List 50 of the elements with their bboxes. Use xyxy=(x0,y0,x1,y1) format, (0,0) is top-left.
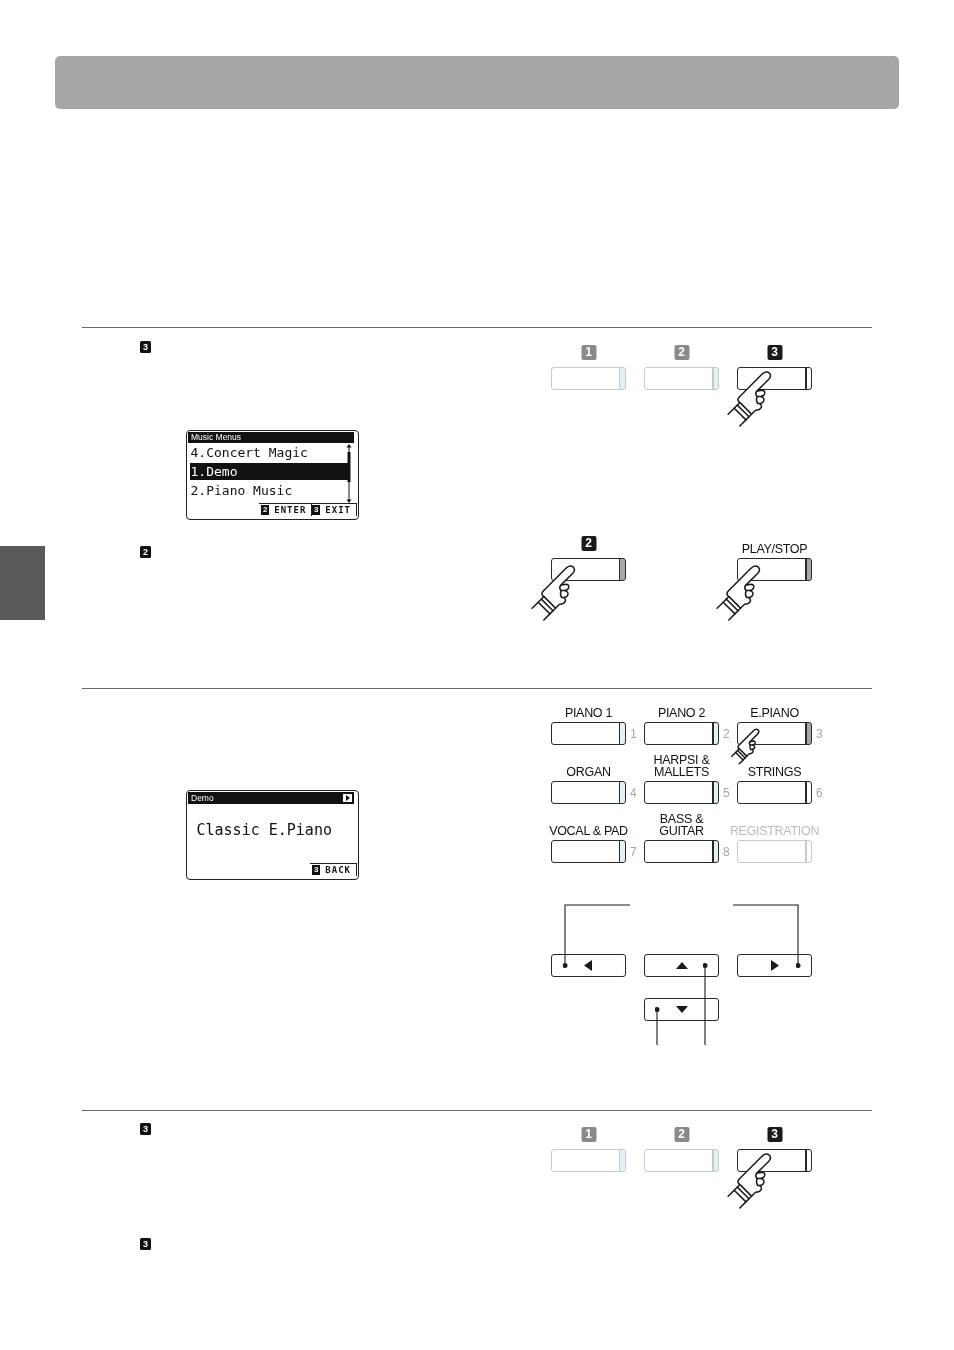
menu-item: 2.Piano Music xyxy=(190,482,293,499)
button-label: PLAY/STOP xyxy=(741,543,808,555)
panel-button xyxy=(644,998,719,1021)
lcd-title: Demo xyxy=(191,793,214,803)
button-number: 5 xyxy=(723,786,730,799)
key-number: 3 xyxy=(140,1238,151,1250)
softkey-label: BACK xyxy=(324,864,352,876)
leader-line xyxy=(732,904,801,968)
panel-button xyxy=(737,954,812,977)
button-label: E.PIANO xyxy=(750,707,799,719)
button-number: 6 xyxy=(816,786,823,799)
button-number: 2 xyxy=(723,727,730,740)
key-number: 2 xyxy=(261,505,270,515)
lcd-text: Classic E.Piano xyxy=(196,820,332,840)
key-number: 3 xyxy=(312,505,321,515)
button-label: REGISTRATION xyxy=(729,825,820,837)
button-number: 3 xyxy=(816,727,823,740)
key-number: 2 xyxy=(674,345,689,360)
button-number: 7 xyxy=(630,845,637,858)
button-number: 4 xyxy=(630,786,637,799)
leader-line xyxy=(702,963,708,1046)
button-number: 8 xyxy=(723,845,730,858)
button-number: 1 xyxy=(630,727,637,740)
key-number: 3 xyxy=(140,1123,151,1135)
leader-line xyxy=(654,1007,660,1046)
side-tab xyxy=(0,546,45,620)
panel-button xyxy=(551,954,626,977)
button-label: ORGAN xyxy=(566,766,611,778)
key-number: 3 xyxy=(140,341,151,353)
lcd-screen xyxy=(186,790,359,880)
button-label: VOCAL & PAD xyxy=(549,825,628,837)
key-number: 3 xyxy=(312,865,321,875)
selected-menu-item: 1.Demo xyxy=(189,463,349,480)
lcd-screen xyxy=(186,430,359,520)
leader-line xyxy=(562,904,631,968)
softkey-label: EXIT xyxy=(324,504,352,516)
key-number: 3 xyxy=(767,345,782,360)
menu-item: 4.Concert Magic xyxy=(190,444,308,461)
key-number: 1 xyxy=(581,345,596,360)
button-label: PIANO 2 xyxy=(657,707,706,719)
key-number: 1 xyxy=(581,1127,596,1142)
button-label: HARPSI & MALLETS xyxy=(652,754,711,778)
key-number: 3 xyxy=(767,1127,782,1142)
key-number: 2 xyxy=(140,546,151,558)
panel-button xyxy=(644,954,719,977)
key-number: 2 xyxy=(674,1127,689,1142)
key-number: 2 xyxy=(581,536,596,551)
button-label: BASS & GUITAR xyxy=(658,813,705,837)
button-label: PIANO 1 xyxy=(564,707,613,719)
button-label: STRINGS xyxy=(747,766,802,778)
